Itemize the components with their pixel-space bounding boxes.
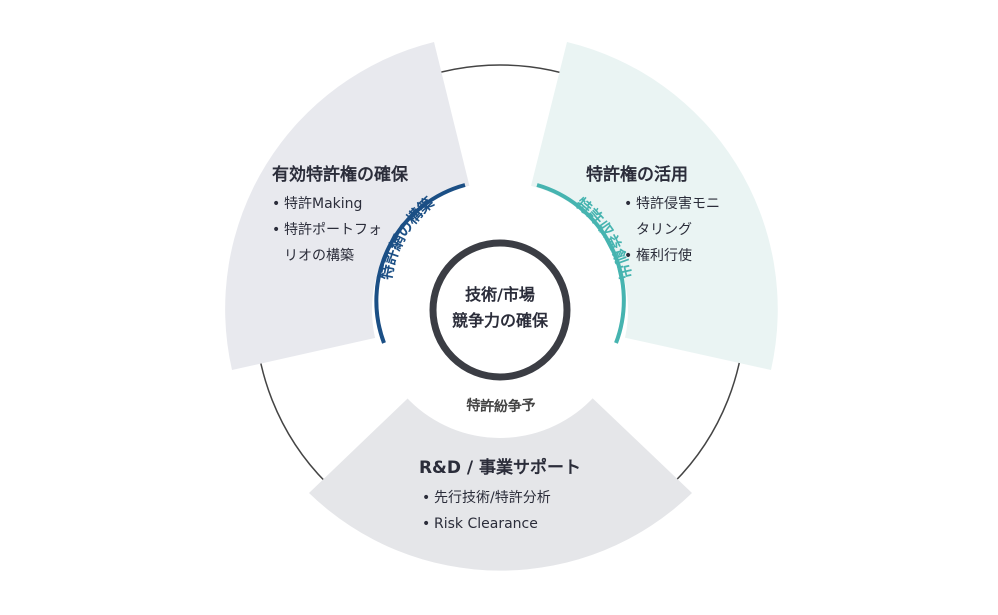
right-item-2: タリング [636, 222, 692, 238]
bottom-segment-title: R&D / 事業サポート [419, 457, 581, 478]
left-bullet-2: • [272, 222, 280, 238]
center-line-2: 競争力の確保 [452, 311, 549, 330]
bottom-sector [309, 310, 692, 571]
left-item-3: リオの構築 [284, 248, 354, 264]
right-item-3: 権利行使 [636, 247, 692, 264]
bottom-item-1: 先行技術/特許分析 [434, 490, 551, 506]
left-segment-title: 有効特許権の確保 [272, 164, 409, 185]
left-arc [374, 183, 466, 344]
right-bullet-3: • [624, 248, 632, 264]
right-segment-title: 特許権の活用 [586, 164, 688, 185]
center-line-1: 技術/市場 [465, 285, 535, 304]
left-item-1: 特許Making [284, 196, 362, 212]
left-bullet-1: • [272, 196, 280, 212]
right-item-1: 特許侵害モニ [636, 195, 720, 212]
center-ring [429, 239, 571, 381]
bottom-bullet-2: • [422, 516, 430, 532]
left-item-2: 特許ポートフォ [284, 222, 382, 238]
bottom-bullet-1: • [422, 490, 430, 506]
right-arc [536, 183, 626, 344]
right-bullet-1: • [624, 196, 632, 212]
bottom-item-2: Risk Clearance [434, 516, 538, 532]
bottom-arc-label: 特許紛争予 [466, 396, 537, 415]
